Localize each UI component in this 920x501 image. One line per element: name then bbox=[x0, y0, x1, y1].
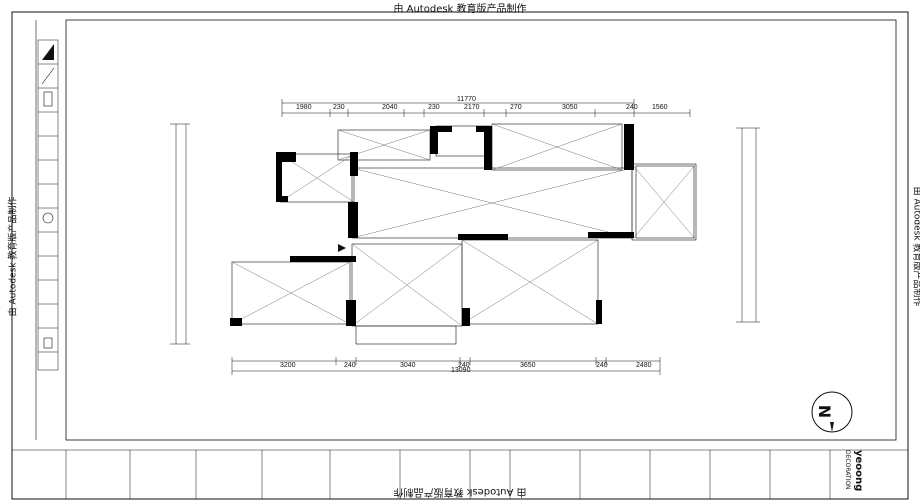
dim-top-7: 3050 bbox=[562, 104, 578, 111]
legend-panel-icon bbox=[43, 91, 53, 107]
ceiling-diagonals bbox=[231, 123, 697, 327]
dim-bottom-5: 3650 bbox=[520, 362, 536, 369]
north-label: N bbox=[815, 404, 835, 419]
legend-diagonal-icon bbox=[41, 67, 55, 85]
watermark-top: 由 Autodesk 教育版产品制作 bbox=[393, 4, 527, 15]
sheet-border bbox=[11, 11, 909, 500]
dim-bottom-3: 3040 bbox=[400, 362, 416, 369]
legend-triangle-icon bbox=[42, 44, 54, 60]
dim-bottom-6: 240 bbox=[596, 362, 608, 369]
logo-brand: yeoong bbox=[853, 450, 864, 492]
dim-top-9: 1560 bbox=[652, 104, 668, 111]
dim-top-2: 230 bbox=[333, 104, 345, 111]
compass-pointer-icon bbox=[830, 422, 834, 432]
dim-top-1: 1980 bbox=[296, 104, 312, 111]
company-logo: yeoong DECORATION bbox=[834, 450, 864, 494]
balcony bbox=[355, 325, 457, 345]
entry-arrow-icon bbox=[338, 244, 346, 252]
legend-column bbox=[37, 39, 59, 371]
drawing-frame bbox=[65, 19, 897, 441]
dim-bottom-1: 3200 bbox=[280, 362, 296, 369]
dim-top-4: 230 bbox=[428, 104, 440, 111]
logo-sub: DECORATION bbox=[844, 450, 851, 490]
title-block bbox=[12, 449, 908, 499]
dim-top-5: 2170 bbox=[464, 104, 480, 111]
bottom-dimension-chain bbox=[231, 357, 661, 375]
dim-top-6: 270 bbox=[510, 104, 522, 111]
side-dimension-lines bbox=[170, 123, 760, 345]
dim-top-3: 2040 bbox=[382, 104, 398, 111]
dim-bottom-4: 240 bbox=[458, 362, 470, 369]
dim-top-8: 240 bbox=[626, 104, 638, 111]
east-window-bay bbox=[635, 165, 695, 239]
dim-top-total: 11770 bbox=[457, 96, 476, 103]
north-arrow: N bbox=[800, 390, 864, 434]
room-southeast bbox=[461, 239, 599, 325]
top-dimension-chain bbox=[281, 99, 691, 117]
dim-bottom-total: 13090 bbox=[451, 367, 471, 374]
walls bbox=[230, 124, 634, 326]
room-east bbox=[631, 163, 697, 241]
legend-circle-icon bbox=[42, 212, 54, 224]
dim-bottom-2: 240 bbox=[344, 362, 356, 369]
legend-box-icon bbox=[43, 337, 53, 349]
dim-bottom-7: 2480 bbox=[636, 362, 652, 369]
